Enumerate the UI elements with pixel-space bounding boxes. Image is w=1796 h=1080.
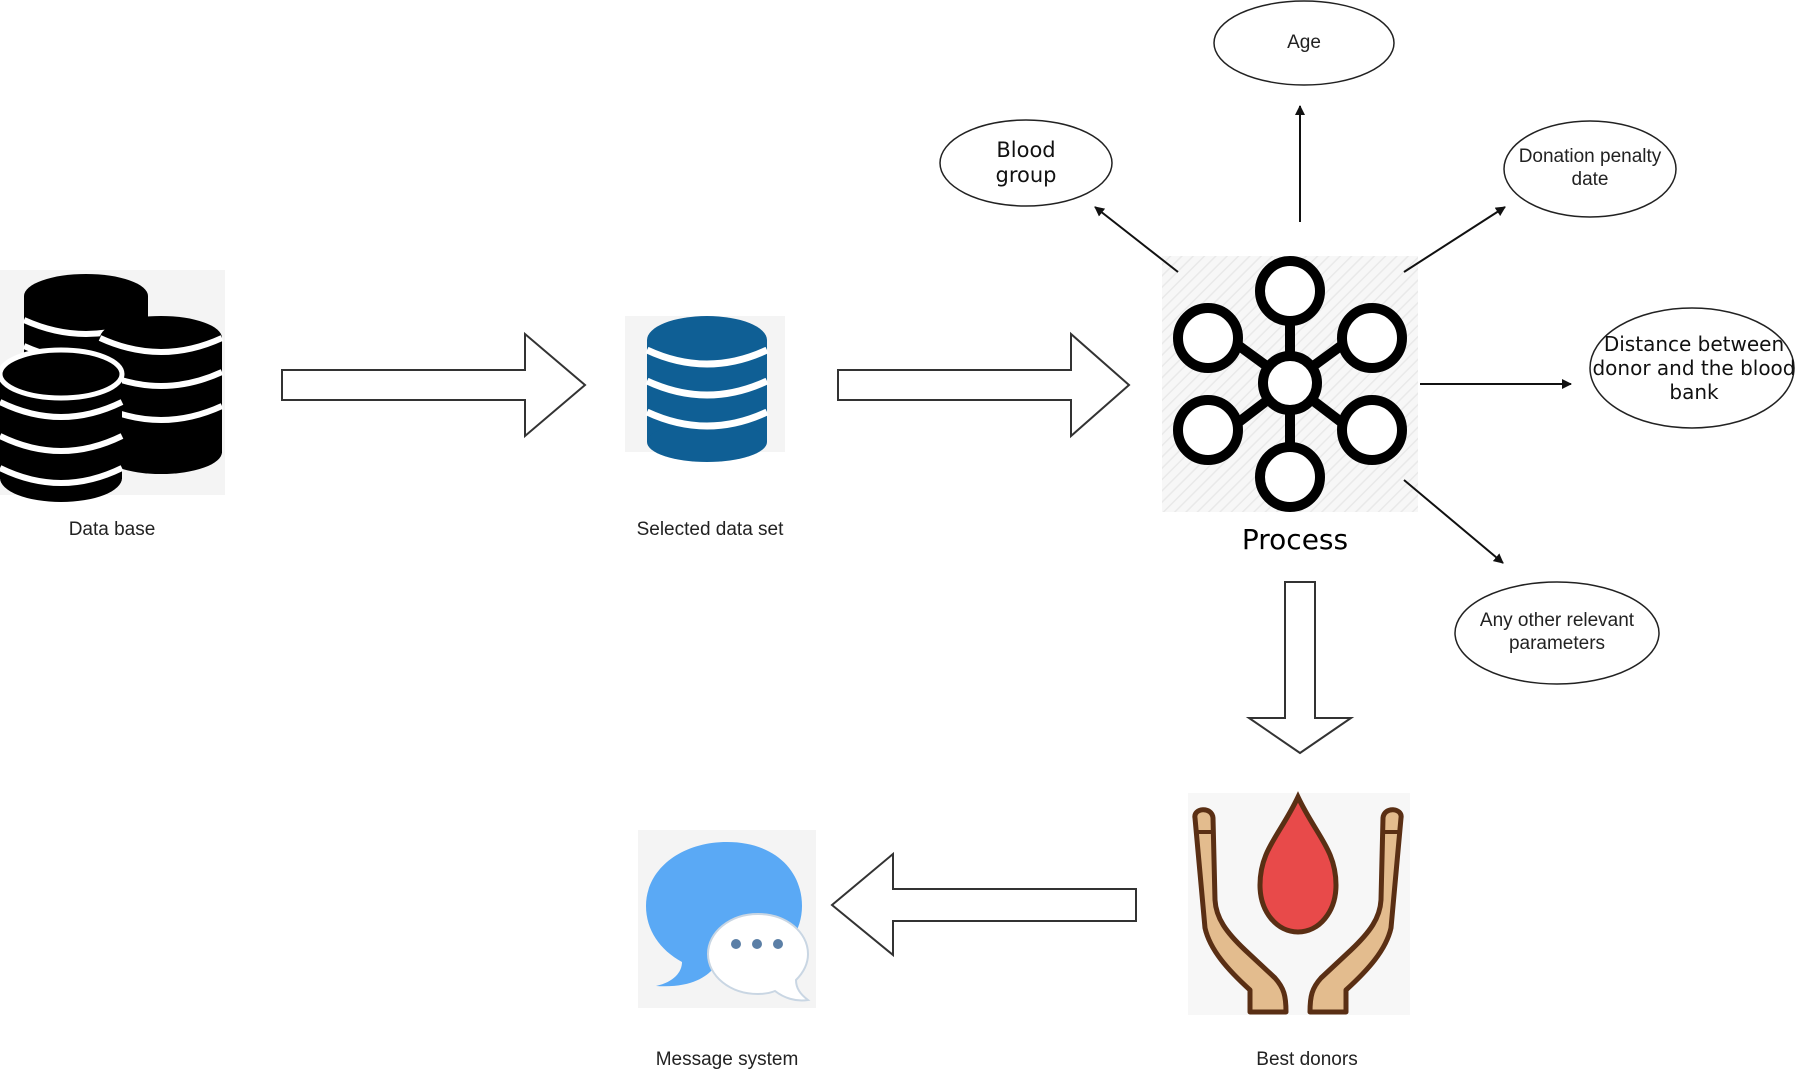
process-label: Process	[1241, 523, 1349, 556]
other-oval	[1454, 581, 1660, 685]
age-oval	[1213, 0, 1395, 86]
database-icon	[625, 316, 785, 462]
blood-group-oval	[939, 119, 1113, 207]
age-text: Age	[1287, 31, 1321, 53]
best-donors-label: Best donors	[1256, 1049, 1358, 1070]
flow-arrow-best-donors-to-message	[830, 851, 1137, 958]
other-text: Any other relevant parameters	[1479, 610, 1635, 654]
arrow-to-penalty	[1403, 206, 1506, 273]
flow-arrow-database-to-selected	[281, 331, 587, 439]
distance-text: Distance between donor and the blood ban…	[1592, 332, 1796, 404]
database-label: Data base	[68, 519, 156, 540]
database-stack-icon	[0, 270, 225, 502]
penalty-oval	[1503, 120, 1677, 218]
network-hub-icon	[1162, 256, 1418, 512]
flow-arrow-process-to-best-donors	[1245, 581, 1355, 755]
blood-group-text: Blood group	[995, 137, 1057, 187]
flow-arrow-selected-to-process	[837, 331, 1131, 439]
message-system-label: Message system	[655, 1049, 799, 1070]
penalty-text: Donation penalty date	[1518, 146, 1662, 190]
distance-oval	[1589, 307, 1795, 429]
arrow-to-other	[1403, 479, 1504, 564]
selected-data-set-label: Selected data set	[636, 519, 784, 540]
chat-bubbles-icon	[638, 830, 816, 1008]
blood-donation-hands-icon	[1188, 791, 1410, 1015]
arrow-to-blood-group	[1094, 206, 1179, 273]
